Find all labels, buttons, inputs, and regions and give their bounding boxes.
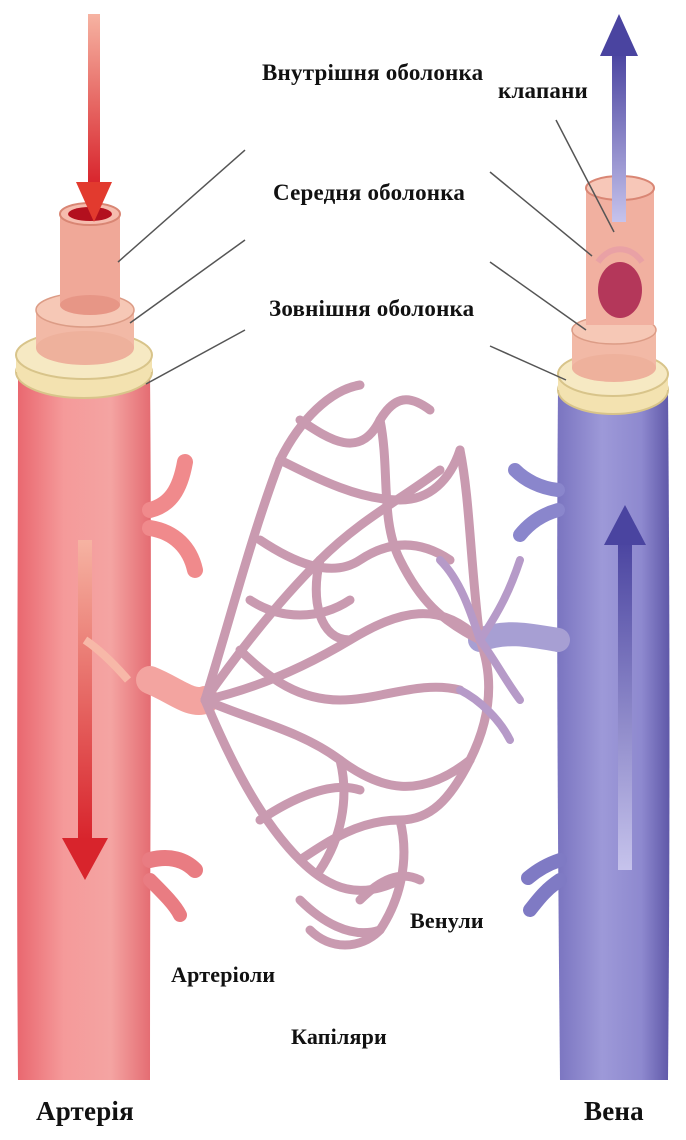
label-arterioles: Артеріоли	[171, 962, 275, 988]
artery-inner-layer	[60, 214, 120, 305]
vein-body	[557, 390, 669, 1080]
capillary-network	[205, 385, 489, 945]
label-venules: Венули	[410, 908, 484, 934]
artery	[16, 203, 205, 1080]
incoming-flow-arrow	[76, 14, 112, 222]
label-capillaries: Капіляри	[291, 1024, 387, 1050]
leader-lines	[118, 120, 614, 384]
label-middle-layer: Середня оболонка	[273, 180, 465, 206]
label-vein: Вена	[584, 1096, 644, 1127]
label-inner-layer: Внутрішня оболонка	[262, 60, 483, 86]
label-outer-layer: Зовнішня оболонка	[269, 296, 474, 322]
label-artery: Артерія	[36, 1096, 134, 1127]
vein	[480, 14, 670, 1080]
label-valves: клапани	[498, 78, 588, 104]
